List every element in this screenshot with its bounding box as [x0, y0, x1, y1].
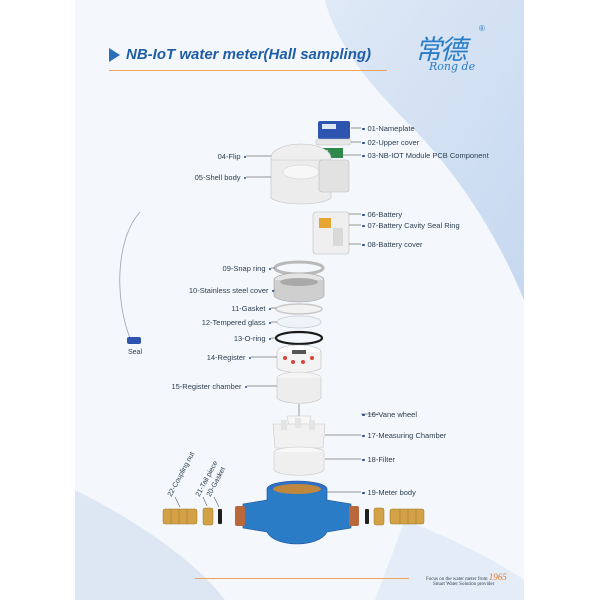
page-title: NB-IoT water meter(Hall sampling): [126, 46, 372, 63]
label-register-chamber: 15-Register chamber: [171, 382, 247, 391]
label-flip: 04-Flip: [218, 152, 246, 161]
label-battery-text: 06-Battery: [367, 210, 403, 219]
bullet-dot: [362, 154, 365, 158]
bullet-dot: [362, 491, 365, 495]
bullet-dot: [362, 127, 365, 131]
footer-tagline-text: Focus on the water meter from: [426, 577, 488, 582]
label-shell-text: 05-Shell body: [194, 173, 241, 182]
label-snap-ring-text: 09-Snap ring: [222, 264, 266, 273]
label-vane-wheel-text: 16-Vane wheel: [367, 410, 417, 419]
label-register-chamber-text: 15-Register chamber: [171, 382, 242, 391]
label-gasket: 11-Gasket: [231, 304, 271, 313]
label-pcb: 03-NB-IOT Module PCB Component: [362, 151, 489, 160]
label-gasket-text: 11-Gasket: [231, 304, 266, 313]
label-seal: Seal: [128, 349, 143, 356]
label-upper-cover-text: 02-Upper cover: [367, 138, 420, 147]
right-fittings: [365, 507, 425, 526]
bullet-dot: [362, 458, 365, 462]
o-ring-part: [274, 330, 324, 346]
label-shell: 05-Shell body: [195, 173, 246, 182]
bullet-dot: [362, 141, 365, 145]
label-battery-cover-text: 08-Battery cover: [367, 240, 423, 249]
logo-chars: 常德: [415, 35, 467, 66]
product-sheet: NB-IoT water meter(Hall sampling) 常德 Ron…: [75, 0, 524, 600]
gasket-part: [275, 303, 323, 315]
exploded-meter-diagram: [119, 121, 425, 545]
meter-body-part: [235, 480, 359, 545]
label-glass: 12-Tempered glass: [202, 318, 271, 327]
title-arrow-icon: [109, 47, 120, 62]
background-swoosh: [75, 0, 524, 600]
filter-part: [273, 446, 325, 476]
bullet-dot: [248, 356, 251, 360]
bullet-dot: [268, 337, 271, 341]
label-register: 14-Register: [207, 353, 251, 362]
upper-cover-part: [315, 138, 352, 146]
bullet-dot: [362, 413, 365, 417]
label-snap-ring: 09-Snap ring: [223, 264, 271, 273]
flip-shell-part: [270, 143, 350, 205]
label-vane-wheel: 16-Vane wheel: [362, 410, 417, 419]
battery-part: [312, 211, 350, 255]
label-steel-cover: 10-Stainless steel cover: [189, 286, 274, 295]
bullet-dot: [362, 224, 365, 228]
label-nameplate-text: 01-Nameplate: [367, 124, 415, 133]
bullet-dot: [268, 307, 271, 311]
title-underline: [109, 70, 387, 71]
label-pcb-text: 03-NB-IOT Module PCB Component: [367, 151, 489, 160]
bullet-dot: [268, 321, 271, 325]
measuring-chamber-part: [272, 418, 326, 449]
bullet-dot: [362, 213, 365, 217]
nameplate-part: [318, 121, 350, 139]
register-part: [276, 344, 322, 373]
label-battery: 06-Battery: [362, 210, 402, 219]
label-o-ring-text: 13-O-ring: [233, 334, 266, 343]
footer-year: 1965: [488, 572, 507, 582]
footer-subtitle: Smart Water Solution provider: [433, 582, 495, 587]
label-glass-text: 12-Tempered glass: [201, 318, 266, 327]
leader-lines: [174, 127, 379, 508]
bullet-dot: [362, 243, 365, 247]
seal-part: [119, 211, 141, 344]
label-measuring-chamber-text: 17-Measuring Chamber: [367, 431, 447, 440]
label-register-text: 14-Register: [206, 353, 246, 362]
footer-tagline: Focus on the water meter from 1965: [426, 572, 507, 582]
footer-rule: [195, 578, 409, 579]
label-meter-body-text: 19-Meter body: [367, 488, 416, 497]
bullet-dot: [271, 289, 274, 293]
brand-logo: 常德 Rong de ®: [415, 24, 495, 80]
label-filter-text: 18-Filter: [367, 455, 396, 464]
title-block: NB-IoT water meter(Hall sampling): [109, 46, 371, 63]
label-battery-seal: 07-Battery Cavity Seal Ring: [362, 221, 460, 230]
bullet-dot: [243, 176, 246, 180]
label-battery-cover: 08-Battery cover: [362, 240, 423, 249]
glass-part: [276, 315, 322, 329]
left-fittings: [162, 507, 222, 526]
bullet-dot: [243, 155, 246, 159]
bullet-dot: [362, 434, 365, 438]
label-battery-seal-text: 07-Battery Cavity Seal Ring: [367, 221, 460, 230]
label-flip-text: 04-Flip: [217, 152, 241, 161]
register-chamber-part: [276, 371, 322, 404]
snap-ring-part: [273, 260, 325, 276]
steel-cover-part: [273, 272, 325, 303]
label-steel-cover-text: 10-Stainless steel cover: [188, 286, 269, 295]
logo-registered-mark: ®: [479, 24, 485, 33]
label-upper-cover: 02-Upper cover: [362, 138, 419, 147]
label-o-ring: 13-O-ring: [234, 334, 271, 343]
label-measuring-chamber: 17-Measuring Chamber: [362, 431, 446, 440]
label-filter: 18-Filter: [362, 455, 395, 464]
bullet-dot: [244, 385, 247, 389]
bullet-dot: [268, 267, 271, 271]
label-nameplate: 01-Nameplate: [362, 124, 415, 133]
logo-script: Rong de: [429, 60, 476, 73]
label-meter-body: 19-Meter body: [362, 488, 416, 497]
